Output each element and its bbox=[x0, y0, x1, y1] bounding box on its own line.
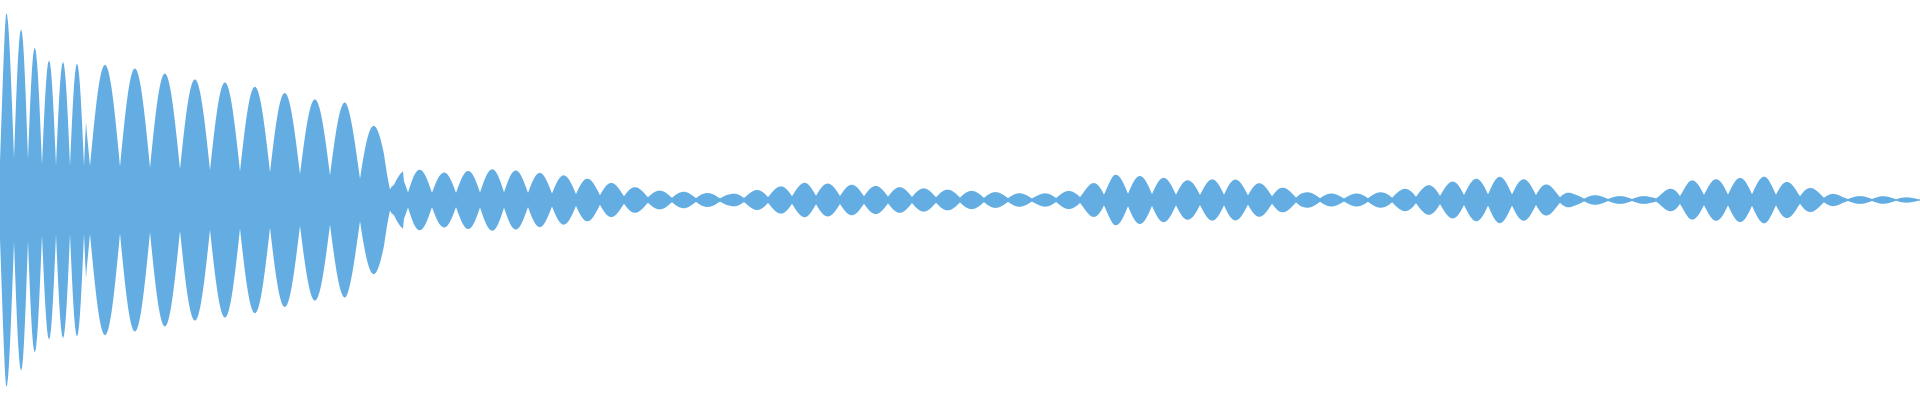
waveform-shape bbox=[0, 13, 1920, 387]
